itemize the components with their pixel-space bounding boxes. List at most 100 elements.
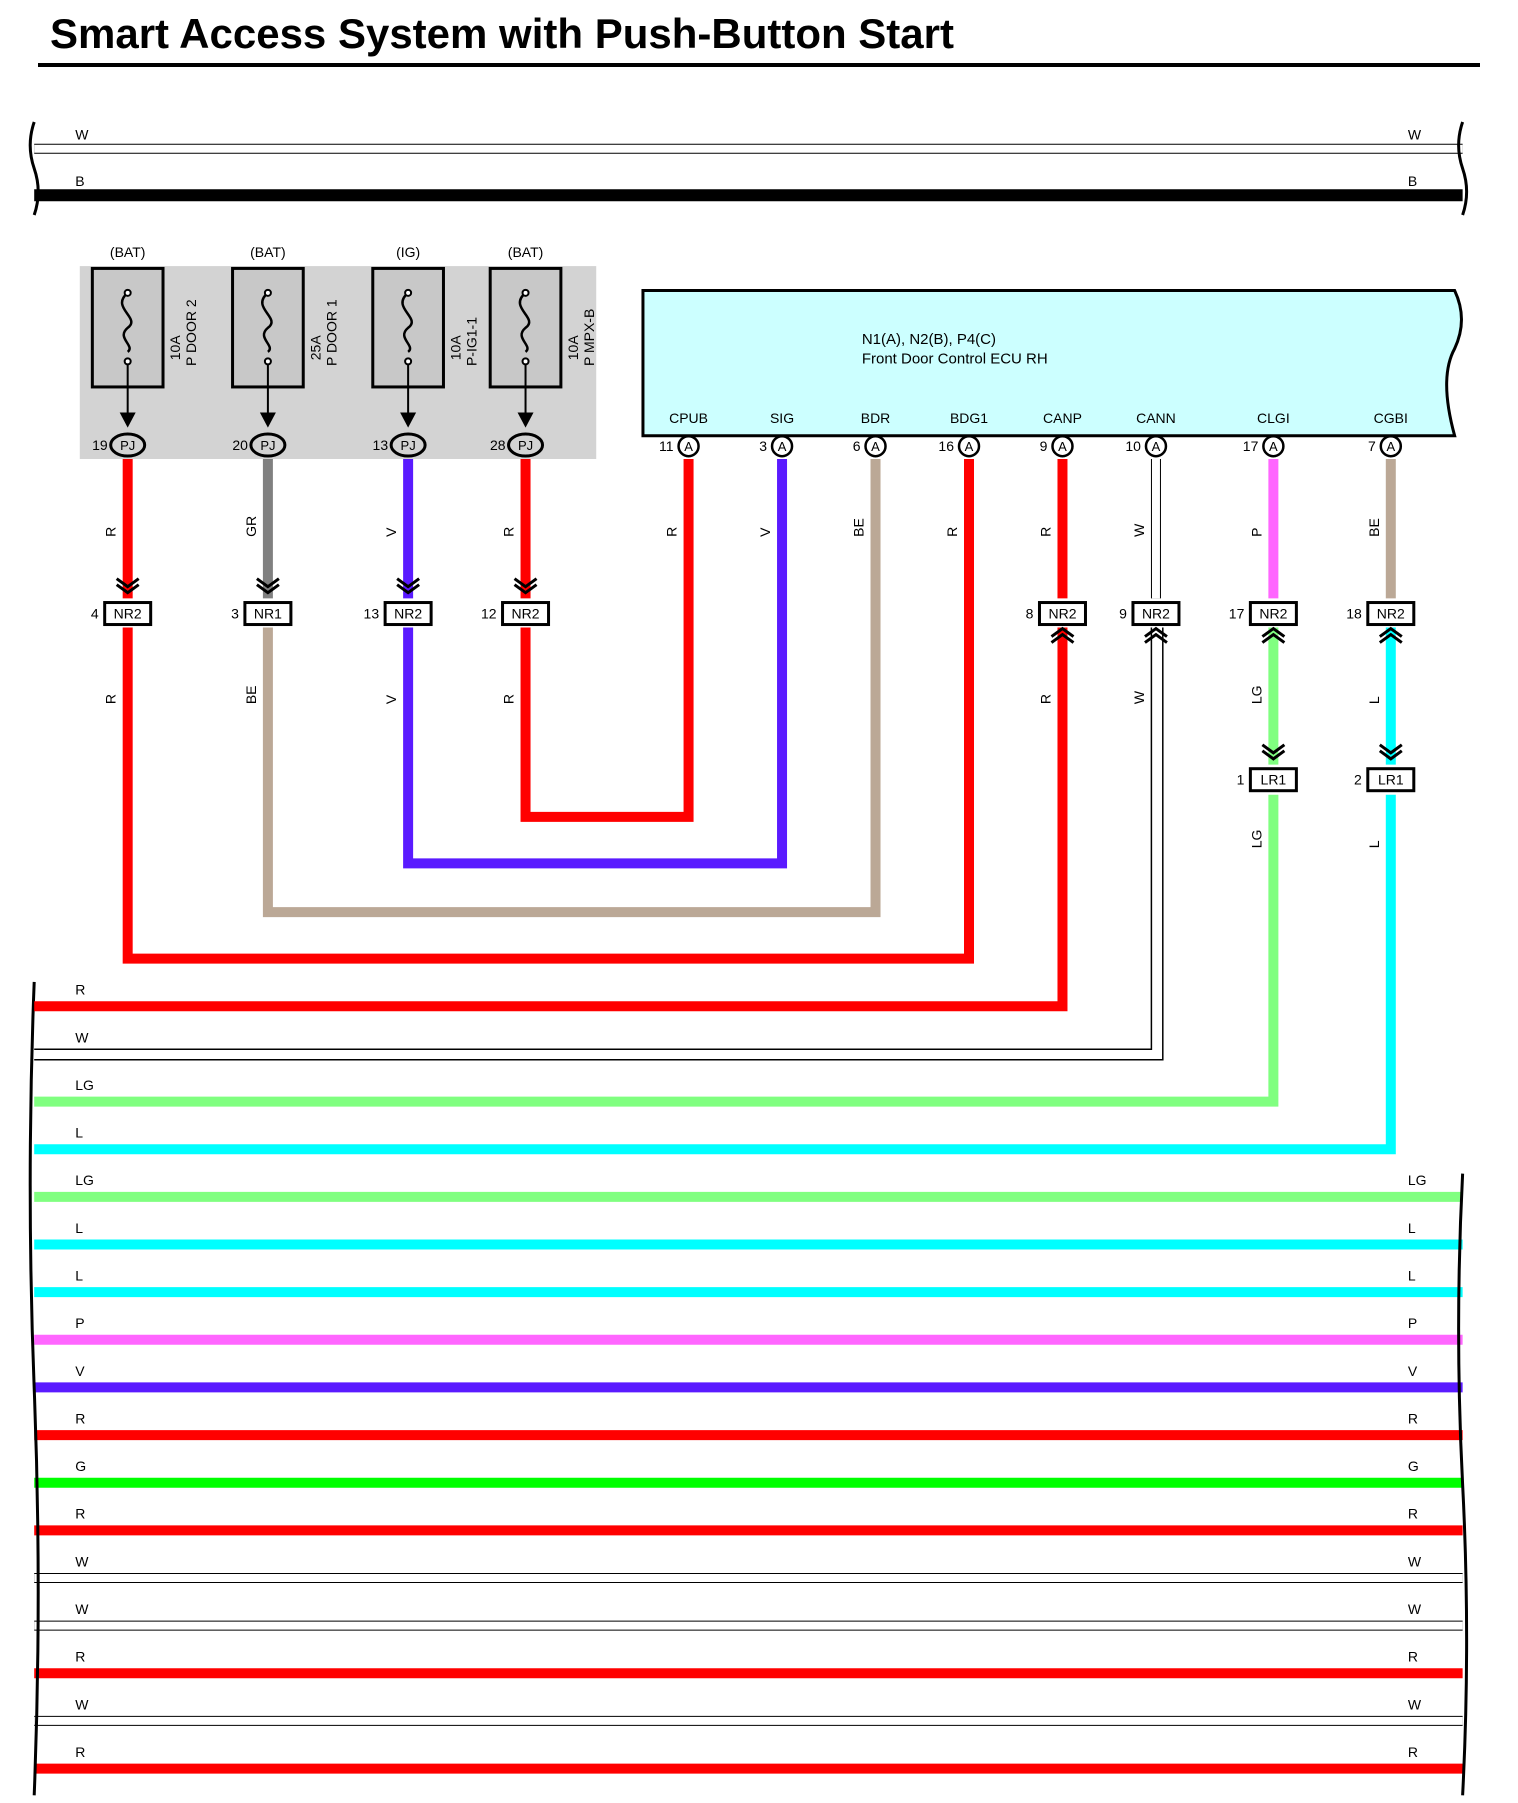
- bottom-bus-right-label-5: R: [1408, 1410, 1418, 1426]
- fuse-terminal: [521, 357, 530, 366]
- splice-lower-code: R: [1037, 694, 1053, 704]
- bottom-bus-right-label-0: LG: [1408, 1172, 1427, 1188]
- chevron-up-icon: [1050, 632, 1075, 644]
- fuse-rating: 10A: [565, 335, 581, 361]
- bottom-bus-left-label-8: W: [75, 1553, 89, 1569]
- splice-lower-code: W: [1131, 690, 1147, 704]
- terminal-connector: A: [1269, 439, 1278, 454]
- bottom-bus-left-label-5: R: [75, 1410, 85, 1426]
- fuse-wire-lower-code: R: [501, 694, 517, 704]
- terminal-pin: 13: [373, 437, 389, 453]
- wire-clgi-lower: [34, 794, 1279, 1107]
- bottom-bus-right-label-9: W: [1408, 1601, 1422, 1617]
- top-bus-right-break: [1457, 121, 1469, 216]
- terminal-pin: 6: [853, 438, 861, 454]
- terminal-pin: 17: [1243, 438, 1259, 454]
- wire-cgbi-lower: [34, 794, 1396, 1155]
- chevron-up-icon: [1378, 626, 1403, 638]
- bottom-bus-left-label-3: P: [75, 1315, 84, 1331]
- connectors: [103, 432, 1416, 793]
- terminal-connector: PJ: [518, 438, 533, 453]
- exit-wire-label-1: W: [75, 1029, 89, 1045]
- arrow-icon: [119, 412, 136, 428]
- terminal-pin: 7: [1368, 438, 1376, 454]
- fuse-terminal: [404, 357, 413, 366]
- terminal-circle: [1144, 434, 1168, 458]
- fuse-terminal: [263, 357, 272, 366]
- ecu-name: Front Door Control ECU RH: [862, 351, 1048, 368]
- chevron-up-icon: [1378, 632, 1403, 644]
- fuse-rating: 25A: [307, 335, 323, 361]
- connector-box: [103, 601, 153, 627]
- connector-pin: 17: [1229, 606, 1245, 622]
- ecu-wire-code: W: [1131, 523, 1147, 537]
- terminal-circle: [1051, 434, 1074, 458]
- bottom-bus-left-label-7: R: [75, 1506, 85, 1522]
- ecu-terminal-name: SIG: [770, 410, 794, 426]
- connector-name: NR2: [1048, 606, 1076, 622]
- bottom-bus-left-label-9: W: [75, 1601, 89, 1617]
- connector-name: NR2: [394, 606, 422, 622]
- chevron-down-icon: [513, 583, 538, 595]
- ecu-wire-code: BE: [1366, 518, 1382, 537]
- connector-box: [383, 601, 433, 627]
- ecu-terminal-name: CPUB: [669, 410, 708, 426]
- connector-box: [1037, 601, 1087, 627]
- fuse-wire-lower-code: BE: [243, 685, 259, 704]
- ecu-wire-code: R: [944, 527, 960, 537]
- top-bus-right-label-1: B: [1408, 173, 1417, 189]
- fuse-terminal: [263, 288, 272, 297]
- terminal-circle: [864, 434, 887, 458]
- terminal-connector: PJ: [260, 438, 275, 453]
- bottom-bus-right-label-2: L: [1408, 1268, 1416, 1284]
- wire-fuse2-lower: [262, 458, 881, 918]
- bottom-left-break: [28, 981, 40, 1796]
- connector-name: NR2: [512, 606, 540, 622]
- bottom-bus-right-label-12: R: [1408, 1744, 1418, 1760]
- wire-fuse1-lower: [122, 458, 974, 964]
- ecu-codes: N1(A), N2(B), P4(C): [862, 331, 996, 348]
- terminal-circle: [677, 434, 700, 458]
- fuse-element: [518, 291, 531, 353]
- fuse-wire-upper-code: V: [383, 527, 399, 537]
- chevron-up-icon: [1144, 626, 1168, 638]
- connector-name: NR2: [1142, 606, 1170, 622]
- ecu-terminal-name: CGBI: [1374, 410, 1408, 426]
- bottom-bus-right-label-11: W: [1408, 1696, 1422, 1712]
- bottom-bus-left-label-2: L: [75, 1268, 83, 1284]
- connector-box: [243, 601, 293, 627]
- bottom-bus-right-label-8: W: [1408, 1553, 1422, 1569]
- bottom-bus-left-label-10: R: [75, 1649, 85, 1665]
- ecu-terminal-name: CLGI: [1257, 410, 1290, 426]
- fuse-wire-upper-code: R: [501, 527, 517, 537]
- top-bus-left-label-0: W: [75, 126, 89, 142]
- connector-pin: 3: [231, 606, 239, 622]
- terminal-connector: PJ: [401, 438, 416, 453]
- fuse-wire-upper-code: GR: [243, 516, 259, 537]
- fuse-name: P-IG1-1: [464, 317, 480, 366]
- bottom-right-break: [1457, 1173, 1469, 1796]
- wire-cann-lower-a: [34, 627, 1153, 1051]
- ecu-wire-code: P: [1248, 528, 1264, 537]
- bottom-bus-right-label-10: R: [1408, 1649, 1418, 1665]
- ecu-outline: [641, 289, 1463, 438]
- connector-pin: 9: [1119, 606, 1127, 622]
- connector-name: NR2: [114, 606, 142, 622]
- bottom-bus-right-label-4: V: [1408, 1363, 1418, 1379]
- terminal-pin: 3: [759, 438, 767, 454]
- top-bus-left-label-1: B: [75, 173, 84, 189]
- arrow-icon: [517, 412, 534, 428]
- wire-cann-lower-b: [34, 627, 1164, 1061]
- ecu-terminal-name: CANN: [1136, 410, 1176, 426]
- bottom-bus-right-label-3: P: [1408, 1315, 1417, 1331]
- connector-box: [1248, 601, 1298, 627]
- terminal-circle: [957, 434, 981, 458]
- fuse-terminal: [123, 288, 132, 297]
- bottom-bus-right-label-7: R: [1408, 1506, 1418, 1522]
- terminal-oval: [507, 432, 545, 458]
- fuse-supply-label: (BAT): [110, 244, 146, 260]
- harness-wires: [34, 458, 1396, 1155]
- splice-lower-code: LG: [1248, 685, 1264, 704]
- connector-pin: 2: [1354, 772, 1362, 788]
